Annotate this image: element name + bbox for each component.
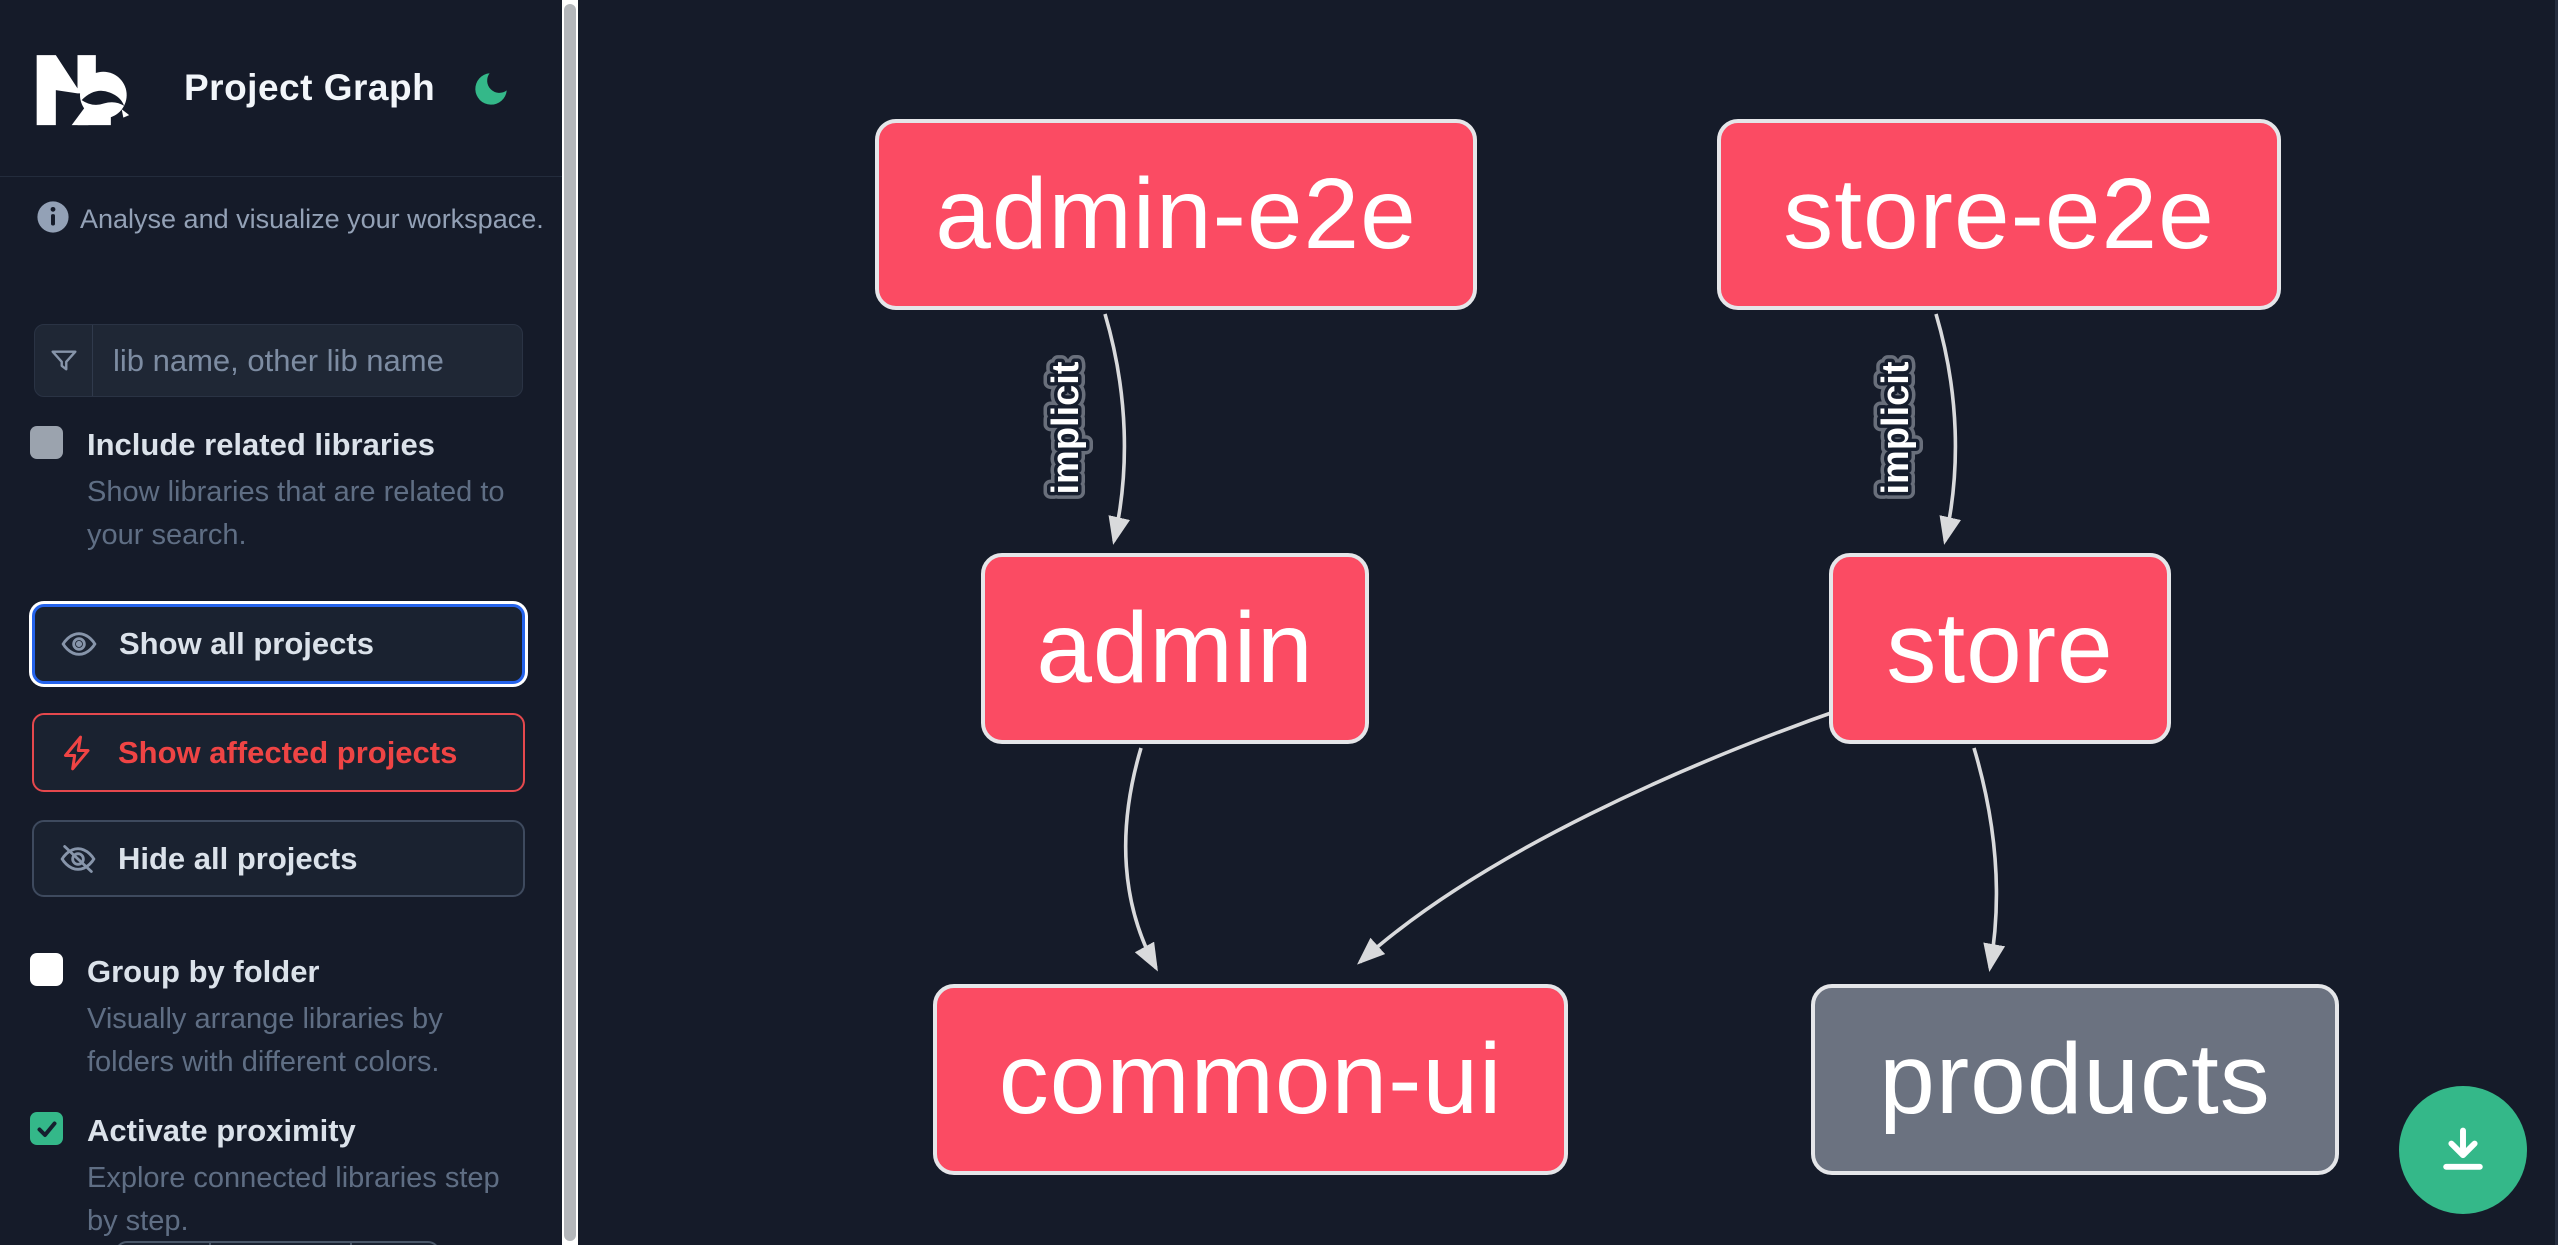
toggle-activate-proximity: Activate proximity Explore connected lib… [30, 1110, 530, 1243]
info-icon [37, 201, 69, 233]
sidebar-header: Project Graph [0, 0, 562, 177]
node-label-store: store [1886, 592, 2114, 704]
activate-proximity-label: Activate proximity [87, 1113, 356, 1148]
hide-all-projects-label: Hide all projects [118, 840, 358, 876]
edge-label-implicit-1: implicit [1045, 361, 1087, 494]
edge-store-e2e-to-store [1934, 313, 1962, 545]
graph-node-store[interactable]: store [1829, 553, 2171, 744]
sidebar: Project Graph Analyse and visualize your… [0, 0, 562, 1245]
eye-slash-icon [60, 844, 96, 873]
search-box [34, 324, 532, 397]
node-label-common-ui: common-ui [998, 1023, 1503, 1135]
filter-funnel-icon [35, 325, 93, 396]
theme-toggle-moon-icon[interactable] [470, 68, 512, 110]
graph-node-admin-e2e[interactable]: admin-e2e [875, 119, 1477, 310]
edge-admin-to-common-ui [1123, 747, 1158, 972]
node-label-admin: admin [1036, 592, 1314, 704]
stepper-value [211, 1243, 352, 1245]
workspace-tagline-row: Analyse and visualize your workspace. [36, 200, 544, 236]
node-label-store-e2e: store-e2e [1783, 158, 2215, 270]
activate-proximity-description: Explore connected libraries step by step… [87, 1162, 500, 1237]
toggle-include-related: Include related libraries Show libraries… [30, 424, 530, 557]
show-affected-projects-label: Show affected projects [118, 734, 458, 770]
edge-label-implicit-2: implicit [1875, 361, 1917, 494]
page-title: Project Graph [184, 67, 436, 108]
edge-store-to-products [1972, 747, 2006, 972]
node-label-admin-e2e: admin-e2e [935, 158, 1417, 270]
group-by-folder-label: Group by folder [87, 954, 320, 989]
search-input[interactable] [93, 325, 532, 396]
include-related-checkbox[interactable] [30, 426, 63, 459]
download-icon [2443, 1127, 2483, 1170]
hide-all-projects-button[interactable]: Hide all projects [32, 820, 525, 897]
include-related-description: Show libraries that are related to your … [87, 476, 505, 551]
show-all-projects-button[interactable]: Show all projects [32, 604, 525, 684]
proximity-depth-stepper[interactable] [115, 1241, 440, 1245]
toggle-group-by-folder: Group by folder Visually arrange librari… [30, 951, 530, 1084]
graph-node-admin[interactable]: admin [981, 553, 1369, 744]
sidebar-scrollbar-thumb[interactable] [564, 4, 576, 1241]
show-affected-projects-button[interactable]: Show affected projects [32, 713, 525, 792]
sidebar-scrollbar [562, 0, 578, 1245]
eye-icon [61, 632, 97, 656]
graph-node-store-e2e[interactable]: store-e2e [1717, 119, 2281, 310]
page-right-edge [2555, 0, 2558, 1245]
graph-node-common-ui[interactable]: common-ui [933, 984, 1568, 1175]
check-icon [37, 1121, 56, 1137]
activate-proximity-checkbox[interactable] [30, 1112, 63, 1145]
show-all-projects-label: Show all projects [119, 626, 374, 661]
bolt-icon [64, 735, 90, 770]
edge-admin-e2e-to-admin [1103, 313, 1131, 545]
node-label-products: products [1879, 1023, 2271, 1135]
group-by-folder-checkbox[interactable] [30, 953, 63, 986]
download-image-button[interactable] [2399, 1086, 2527, 1214]
tagline-text: Analyse and visualize your workspace. [80, 204, 544, 234]
edge-store-to-common-ui [1357, 706, 1846, 965]
edge-label-implicit-1-halo: implicit [1045, 361, 1087, 494]
edge-label-implicit-2-halo: implicit [1875, 361, 1917, 494]
group-by-folder-description: Visually arrange libraries by folders wi… [87, 1003, 443, 1078]
graph-node-products[interactable]: products [1811, 984, 2339, 1175]
include-related-label: Include related libraries [87, 427, 436, 462]
nx-logo-icon [36, 55, 130, 126]
stepper-decrement[interactable] [117, 1243, 211, 1245]
